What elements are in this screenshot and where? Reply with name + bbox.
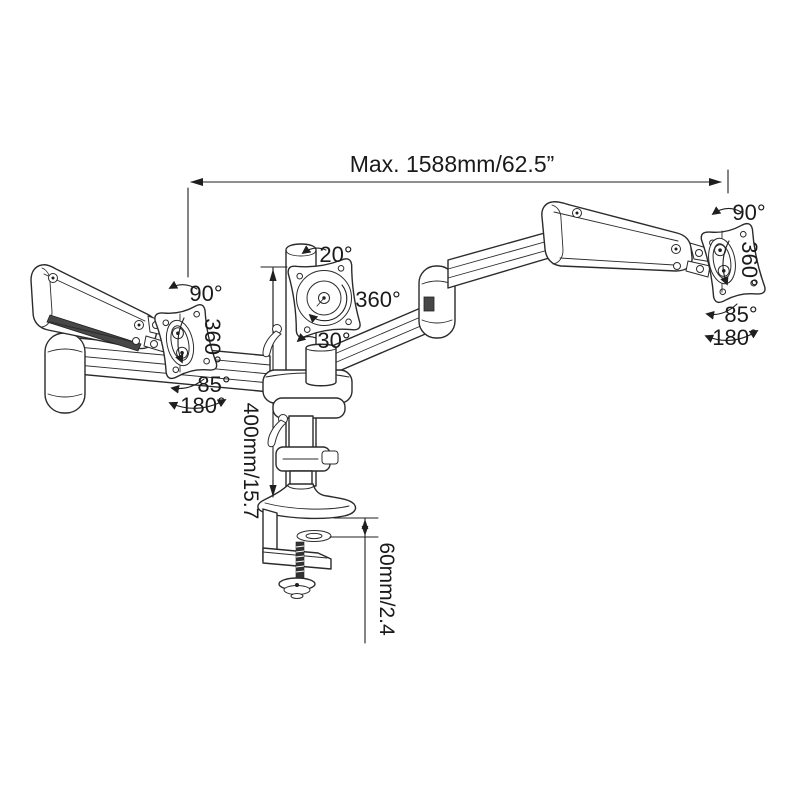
center-pole-assembly — [257, 243, 361, 599]
right-vesa-hub — [708, 237, 736, 285]
dim-clamp-range-label: 60mm/2.4 — [375, 542, 398, 636]
left-swivel-angle: 180° — [180, 393, 226, 418]
left-up-angle: 90° — [189, 281, 222, 306]
right-rotate-angle: 360° — [737, 241, 762, 287]
dimension-annotations: Max. 1588mm/62.5” 400mm/15.7 60mm/2.4 90… — [168, 151, 766, 644]
left-arm-link-strut — [46, 314, 142, 352]
right-elbow-joint — [418, 265, 456, 339]
right-arm-assembly — [331, 201, 766, 375]
center-rotate-angle: 360° — [355, 287, 401, 312]
right-swivel-angle: 180° — [712, 325, 758, 350]
right-up-angle: 90° — [732, 200, 765, 225]
left-elbow-joint — [44, 332, 86, 414]
left-rotate-angle: 360° — [200, 318, 225, 364]
lower-tension-lever — [267, 419, 287, 448]
left-arm-assembly — [30, 264, 271, 414]
left-tilt-angle: 85° — [197, 372, 230, 397]
dim-pole-height-label: 400mm/15.7 — [239, 403, 262, 520]
upper-tension-lever — [262, 330, 282, 358]
right-tilt-angle: 85° — [724, 302, 757, 327]
center-tilt-up-angle: 20° — [319, 242, 352, 267]
center-tilt-down-angle: 30° — [317, 328, 350, 353]
desk-base — [257, 483, 357, 520]
dim-max-span-label: Max. 1588mm/62.5” — [350, 151, 555, 177]
left-vesa-hub — [165, 319, 195, 367]
